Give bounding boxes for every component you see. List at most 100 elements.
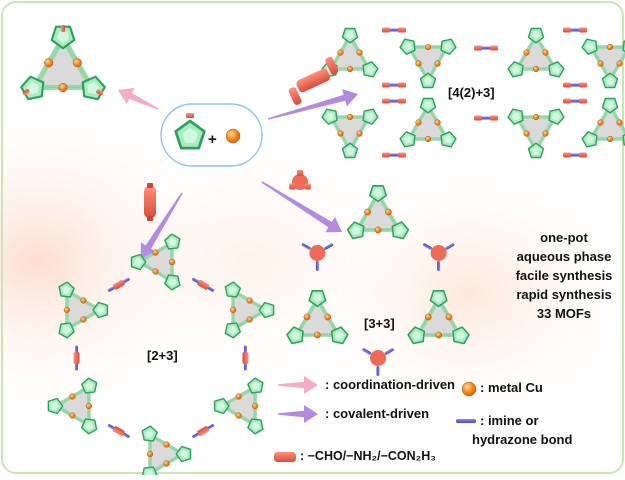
linker-end xyxy=(563,27,571,33)
linker-end xyxy=(147,216,153,221)
bond-bar xyxy=(123,277,130,283)
linker-body xyxy=(296,68,331,93)
legend-linker-label: : −CHO/−NH₂/−CON₂H₃ xyxy=(300,449,437,463)
bond-bar xyxy=(107,424,115,430)
ditopic-linker-reagent xyxy=(288,56,339,105)
ring-highlight xyxy=(585,42,594,51)
linker-end xyxy=(242,352,249,365)
monomer-cap xyxy=(186,113,194,118)
ring-highlight xyxy=(366,112,375,121)
legend-metal-label: : metal Cu xyxy=(480,380,543,395)
tritopic-linker xyxy=(309,245,326,261)
copper-node xyxy=(303,313,311,321)
linker-end xyxy=(96,89,104,96)
copper-node xyxy=(424,43,432,51)
label-2-3: [2+3] xyxy=(147,348,178,363)
linker-end xyxy=(382,98,390,104)
ring-highlight xyxy=(62,285,71,294)
ring-highlight xyxy=(217,401,226,411)
plus-sign: + xyxy=(208,131,217,148)
ring-highlight xyxy=(179,449,188,459)
copper-node xyxy=(356,130,363,137)
bond-bar xyxy=(107,286,115,292)
copper-node xyxy=(424,313,432,321)
copper-node xyxy=(415,60,422,67)
bond-bar xyxy=(123,433,130,439)
linker-arm xyxy=(297,170,303,176)
ring-highlight xyxy=(62,326,71,335)
copper-node xyxy=(532,113,540,121)
bond-bar xyxy=(243,345,247,353)
copper-node xyxy=(385,208,392,216)
linker-end xyxy=(197,426,210,436)
ring-highlight xyxy=(531,146,541,155)
ring-highlight xyxy=(511,65,520,74)
ring-highlight xyxy=(412,331,421,340)
copper-node xyxy=(435,331,442,339)
cu3-cluster-23 xyxy=(141,425,192,480)
copper-node xyxy=(230,306,237,314)
ring-highlight xyxy=(456,331,466,340)
copper-node xyxy=(235,393,242,400)
linker-end xyxy=(197,279,210,290)
ring-highlight xyxy=(325,112,334,121)
cu3-cluster-423 xyxy=(399,97,457,148)
copper-node xyxy=(523,130,530,137)
linker-end xyxy=(490,115,498,121)
copper-node xyxy=(324,313,332,321)
linker-end xyxy=(112,426,125,436)
ring-highlight xyxy=(251,381,260,390)
ring-highlight xyxy=(552,65,561,74)
copper-node xyxy=(434,119,441,126)
cu3-cluster-23 xyxy=(213,377,264,435)
cu3-cluster-423 xyxy=(507,27,565,78)
feature-one-pot: one-pot xyxy=(540,230,588,245)
arrow-to-423 xyxy=(267,89,358,120)
ring-highlight xyxy=(228,326,237,335)
arrow-shape xyxy=(267,89,358,120)
copper-node xyxy=(44,58,54,68)
copper-node xyxy=(532,65,540,73)
label-4-2-3: [4(2)+3] xyxy=(448,85,495,100)
copper-node xyxy=(434,60,441,67)
ring-highlight xyxy=(56,31,70,43)
copper-node xyxy=(374,226,382,234)
cu3-cluster-23 xyxy=(130,233,181,291)
copper-node xyxy=(69,412,76,419)
copper-node xyxy=(461,381,477,397)
linker-end xyxy=(474,115,482,121)
linker-center xyxy=(292,174,308,190)
bond-bar xyxy=(324,243,334,250)
linker-end xyxy=(398,27,406,33)
ring-highlight xyxy=(85,422,94,431)
ring-highlight xyxy=(395,226,405,235)
copper-node xyxy=(246,316,253,323)
copper-node xyxy=(346,65,354,73)
bond-bar xyxy=(192,433,199,439)
ring-highlight xyxy=(531,31,541,40)
copper-node xyxy=(168,258,176,266)
linker-end xyxy=(61,25,65,32)
bond-bar xyxy=(301,243,311,250)
copper-node xyxy=(72,58,82,68)
ring-highlight xyxy=(403,42,412,51)
arrow-shape xyxy=(261,181,342,233)
ring-highlight xyxy=(168,237,177,246)
legend-covalent-arrow xyxy=(278,405,318,423)
ring-highlight xyxy=(345,146,355,155)
reactant-bubble xyxy=(160,103,263,167)
ring-highlight xyxy=(134,257,143,267)
ring-highlight xyxy=(345,31,355,40)
linker-end xyxy=(382,27,390,33)
ring-highlight xyxy=(552,112,561,121)
linker-end xyxy=(579,98,587,104)
copper-node xyxy=(252,402,259,410)
copper-node xyxy=(337,49,344,56)
linker-arm xyxy=(289,183,296,190)
ring-highlight xyxy=(444,135,453,144)
copper-node xyxy=(80,316,87,323)
tritopic-linker-reagent xyxy=(289,170,311,190)
arrow-shape xyxy=(118,87,159,110)
ring-highlight xyxy=(423,101,433,110)
cu3-cluster-23 xyxy=(47,377,98,435)
